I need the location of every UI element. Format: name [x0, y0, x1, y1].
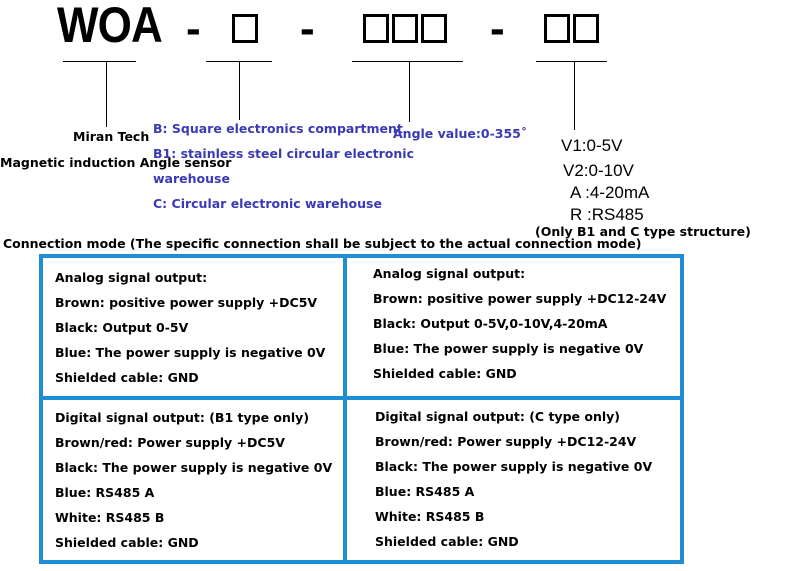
table-cell-row: Blue: RS485 A	[55, 485, 155, 500]
separator-dash: -	[300, 4, 315, 53]
table-divider-vertical	[343, 254, 347, 564]
table-cell-row: Black: The power supply is negative 0V	[55, 460, 333, 475]
table-cell-row: Digital signal output: (B1 type only)	[55, 410, 310, 425]
table-cell-row: Brown: positive power supply +DC12-24V	[373, 291, 667, 306]
separator-dash: -	[186, 4, 201, 53]
angle-label: Angle value:0-355˚	[393, 126, 528, 141]
underline-signal	[536, 61, 607, 62]
underline-structure	[206, 61, 272, 62]
separator-dash: -	[490, 4, 505, 53]
connection-title: Connection mode (The specific connection…	[3, 236, 642, 251]
code-box-angle-1	[363, 14, 389, 43]
table-cell-row: Analog signal output:	[373, 266, 526, 281]
table-cell-row: Digital signal output: (C type only)	[375, 409, 620, 424]
underline-prefix	[63, 61, 136, 62]
signal-v2: V2:0-10V	[563, 161, 634, 180]
connector-line-angle	[409, 62, 410, 122]
product-label: Magnetic induction Angle sensor	[0, 155, 232, 170]
table-cell-digital-c: Digital signal output: (C type only) Bro…	[375, 404, 652, 554]
signal-r: R :RS485	[570, 205, 644, 224]
table-cell-row: Black: Output 0-5V,0-10V,4-20mA	[373, 316, 608, 331]
table-cell-row: Shielded cable: GND	[373, 366, 517, 381]
connector-line-prefix	[106, 62, 107, 127]
code-box-signal-2	[573, 14, 599, 43]
table-cell-row: Blue: The power supply is negative 0V	[373, 341, 644, 356]
table-cell-row: Black: Output 0-5V	[55, 320, 189, 335]
table-cell-row: Shielded cable: GND	[375, 534, 519, 549]
table-cell-analog-12-24v: Analog signal output: Brown: positive po…	[373, 261, 666, 386]
table-cell-row: Black: The power supply is negative 0V	[375, 459, 653, 474]
connector-line-structure	[239, 62, 240, 120]
signal-v1: V1:0-5V	[561, 136, 623, 155]
code-box-signal-1	[544, 14, 570, 43]
table-cell-row: Brown: positive power supply +DC5V	[55, 295, 318, 310]
table-cell-row: Blue: RS485 A	[375, 484, 475, 499]
table-cell-row: White: RS485 B	[55, 510, 165, 525]
code-box-angle-2	[392, 14, 418, 43]
compartment-b1-label-cont: warehouse	[153, 171, 230, 186]
table-cell-row: White: RS485 B	[375, 509, 485, 524]
connector-line-signal	[574, 62, 575, 130]
model-prefix: WOA	[57, 0, 163, 53]
table-cell-row: Brown/red: Power supply +DC5V	[55, 435, 285, 450]
table-cell-row: Shielded cable: GND	[55, 370, 199, 385]
signal-a: A :4-20mA	[570, 183, 650, 202]
code-box-angle-3	[421, 14, 447, 43]
table-cell-row: Blue: The power supply is negative 0V	[55, 345, 326, 360]
compartment-b1-label: B1: stainless steel circular electronic	[153, 146, 414, 161]
table-divider-horizontal	[39, 396, 684, 400]
compartment-c-label: C: Circular electronic warehouse	[153, 196, 382, 211]
table-cell-row: Brown/red: Power supply +DC12-24V	[375, 434, 637, 449]
table-cell-row: Analog signal output:	[55, 270, 208, 285]
compartment-b-label: B: Square electronics compartment	[153, 121, 403, 136]
table-cell-analog-5v: Analog signal output: Brown: positive po…	[55, 265, 325, 390]
table-cell-digital-b1: Digital signal output: (B1 type only) Br…	[55, 405, 332, 555]
wiring-table	[39, 254, 684, 564]
table-cell-row: Shielded cable: GND	[55, 535, 199, 550]
code-box-structure	[232, 14, 258, 43]
brand-label: Miran Tech	[73, 129, 150, 144]
underline-angle	[352, 61, 463, 62]
signal-note: (Only B1 and C type structure)	[535, 224, 751, 239]
